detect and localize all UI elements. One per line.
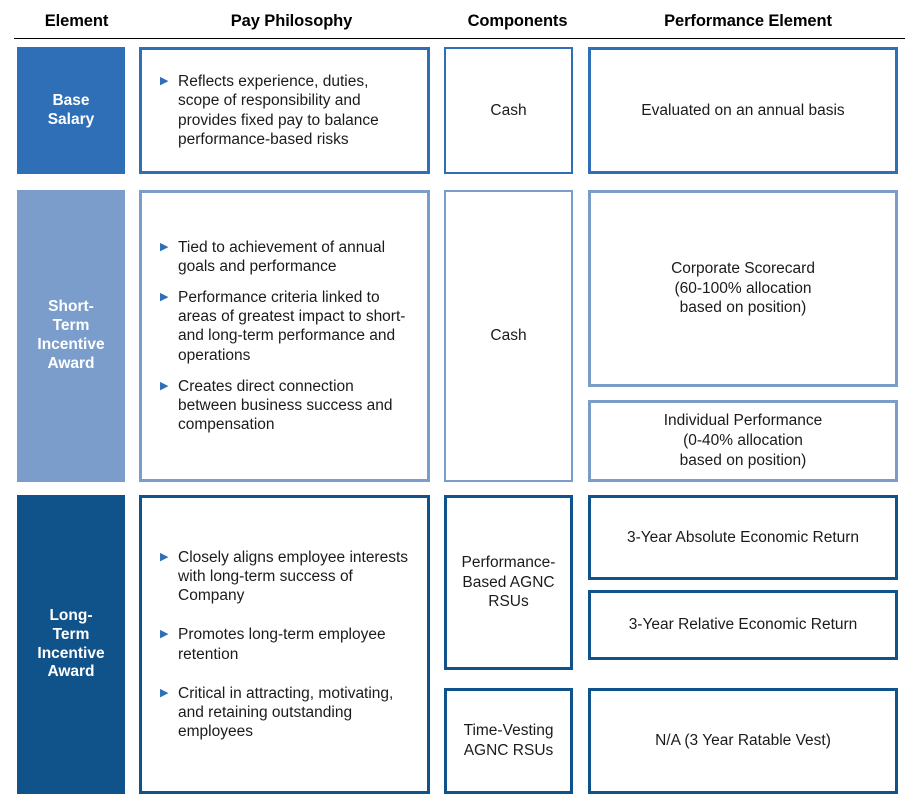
column-header-element: Element xyxy=(44,11,109,30)
cell-text: Cash xyxy=(490,101,527,119)
cell-components-base-salary: Cash xyxy=(444,47,573,174)
row-label-base-salary: Base Salary xyxy=(17,47,125,174)
cell-philosophy-short-term: ▶ Tied to achievement of annual goals an… xyxy=(139,190,430,482)
cell-text: 3-Year Relative Economic Return xyxy=(628,616,858,634)
cell-performance-corporate-scorecard: Corporate Scorecard (60-100% allocation … xyxy=(588,190,898,387)
list-item: ▶ Performance criteria linked to areas o… xyxy=(160,288,413,365)
triangle-bullet-icon: ▶ xyxy=(160,628,169,641)
list-item: ▶ Promotes long-term employee retention xyxy=(160,625,413,663)
column-header-pay-philosophy: Pay Philosophy xyxy=(230,11,353,30)
cell-performance-relative-economic-return: 3-Year Relative Economic Return xyxy=(588,590,898,660)
list-item-text: Tied to achievement of annual goals and … xyxy=(178,238,386,275)
cell-performance-individual-performance: Individual Performance (0-40% allocation… xyxy=(588,400,898,482)
row-label-text: Long- Term Incentive Award xyxy=(37,606,105,681)
cell-text: 3-Year Absolute Economic Return xyxy=(626,528,860,546)
cell-text: Performance- Based AGNC RSUs xyxy=(461,553,556,611)
triangle-bullet-icon: ▶ xyxy=(160,240,169,253)
bullet-list: ▶ Closely aligns employee interests with… xyxy=(142,548,427,742)
cell-philosophy-base-salary: ▶ Reflects experience, duties, scope of … xyxy=(139,47,430,174)
list-item-text: Closely aligns employee interests with l… xyxy=(178,548,409,605)
list-item: ▶ Reflects experience, duties, scope of … xyxy=(160,72,413,149)
column-header-components: Components xyxy=(467,11,568,30)
cell-text: Time-Vesting AGNC RSUs xyxy=(463,722,554,759)
triangle-bullet-icon: ▶ xyxy=(160,686,169,699)
cell-text: Corporate Scorecard (60-100% allocation … xyxy=(671,259,815,317)
triangle-bullet-icon: ▶ xyxy=(160,379,169,392)
header-divider-rule xyxy=(14,38,905,39)
cell-text: Evaluated on an annual basis xyxy=(641,101,845,119)
list-item: ▶ Creates direct connection between busi… xyxy=(160,377,413,435)
list-item-text: Reflects experience, duties, scope of re… xyxy=(178,73,379,148)
row-label-long-term-incentive-award: Long- Term Incentive Award xyxy=(17,495,125,794)
cell-performance-base-salary: Evaluated on an annual basis xyxy=(588,47,898,174)
list-item-text: Performance criteria linked to areas of … xyxy=(178,288,406,364)
bullet-list: ▶ Reflects experience, duties, scope of … xyxy=(142,72,427,149)
cell-components-short-term: Cash xyxy=(444,190,573,482)
table-header-row: Element Pay Philosophy Components Perfor… xyxy=(14,4,905,38)
bullet-list: ▶ Tied to achievement of annual goals an… xyxy=(142,238,427,435)
row-label-text: Base Salary xyxy=(47,91,95,128)
row-label-short-term-incentive-award: Short- Term Incentive Award xyxy=(17,190,125,482)
cell-text: Cash xyxy=(490,327,527,345)
list-item: ▶ Closely aligns employee interests with… xyxy=(160,548,413,606)
list-item-text: Promotes long-term employee retention xyxy=(178,626,386,663)
cell-components-performance-based-rsus: Performance- Based AGNC RSUs xyxy=(444,495,573,670)
cell-philosophy-long-term: ▶ Closely aligns employee interests with… xyxy=(139,495,430,794)
triangle-bullet-icon: ▶ xyxy=(160,290,169,303)
cell-performance-ratable-vest: N/A (3 Year Ratable Vest) xyxy=(588,688,898,794)
triangle-bullet-icon: ▶ xyxy=(160,550,169,563)
triangle-bullet-icon: ▶ xyxy=(160,75,169,88)
cell-text: N/A (3 Year Ratable Vest) xyxy=(655,732,831,750)
cell-components-time-vesting-rsus: Time-Vesting AGNC RSUs xyxy=(444,688,573,794)
list-item-text: Critical in attracting, motivating, and … xyxy=(178,684,394,741)
list-item: ▶ Tied to achievement of annual goals an… xyxy=(160,238,413,276)
list-item: ▶ Critical in attracting, motivating, an… xyxy=(160,684,413,742)
cell-text: Individual Performance (0-40% allocation… xyxy=(663,412,823,469)
list-item-text: Creates direct connection between busine… xyxy=(178,377,393,434)
column-header-performance-element: Performance Element xyxy=(664,11,832,30)
cell-performance-absolute-economic-return: 3-Year Absolute Economic Return xyxy=(588,495,898,580)
row-label-text: Short- Term Incentive Award xyxy=(37,298,105,372)
